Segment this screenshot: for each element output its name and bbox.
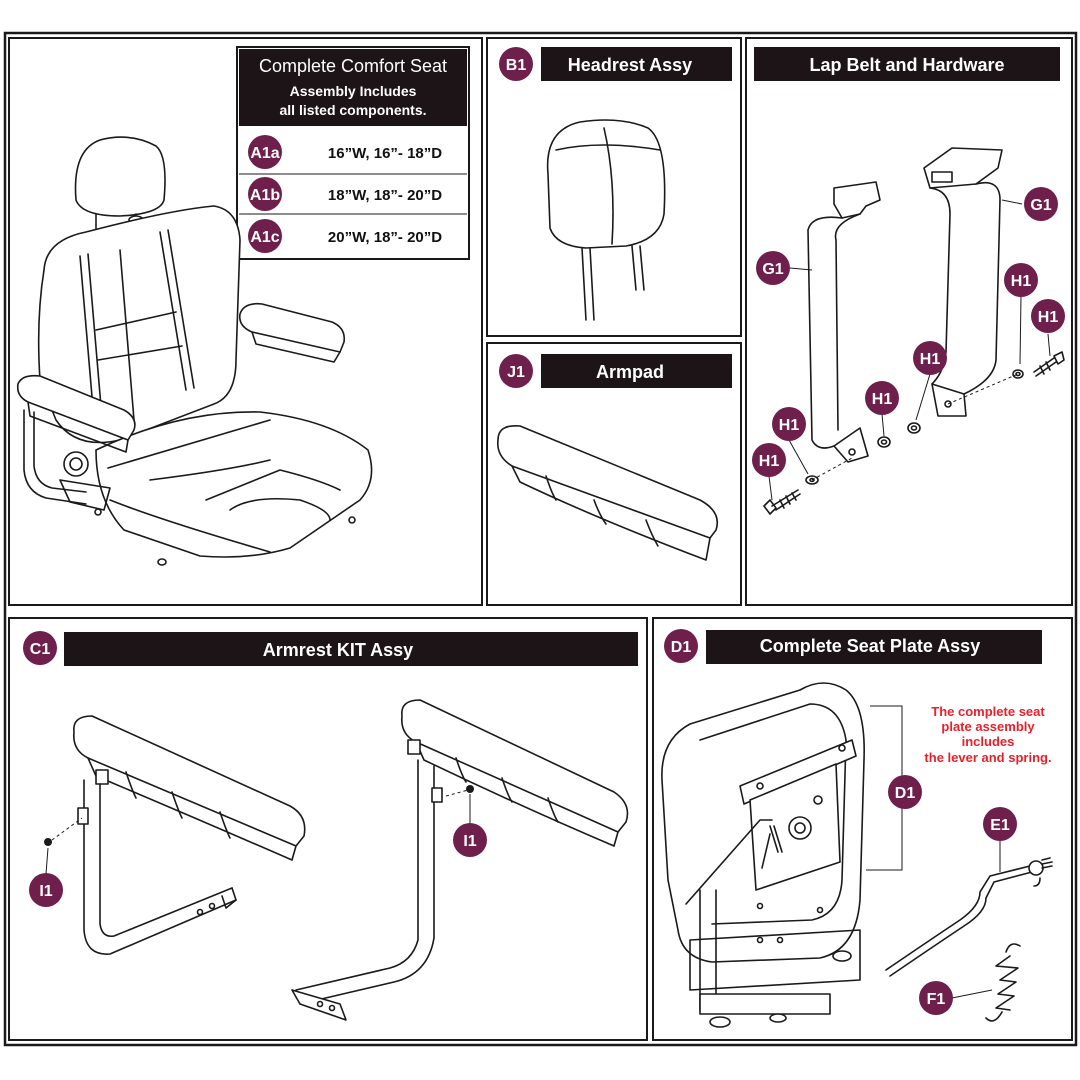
- callout-h1-c: H1: [913, 341, 947, 421]
- lapbelt-title: Lap Belt and Hardware: [809, 55, 1004, 75]
- seat-title: Complete Comfort Seat: [259, 56, 447, 76]
- note-line-1: The complete seat: [931, 704, 1045, 719]
- note-line-2: plate assembly: [941, 719, 1035, 734]
- callout-f1: F1: [919, 981, 993, 1015]
- callout-i1-left: I1: [29, 847, 63, 907]
- callout-i1-right: I1: [453, 794, 487, 857]
- callout-h1-a: H1: [1004, 263, 1038, 365]
- seat-title-box: Complete Comfort Seat Assembly Includes …: [236, 46, 470, 260]
- seatplate-code-badge: D1: [671, 639, 692, 656]
- lapbelt-drawing: [763, 147, 1065, 515]
- svg-text:H1: H1: [1011, 273, 1032, 290]
- svg-text:H1: H1: [920, 351, 941, 368]
- callout-d1-note: D1: [888, 775, 922, 809]
- svg-text:H1: H1: [1038, 309, 1059, 326]
- size-row-a1a: A1a 16”W, 16”- 18”D: [248, 135, 442, 169]
- headrest-drawing: [546, 119, 666, 321]
- seat-subtitle-1: Assembly Includes: [290, 83, 417, 99]
- armrest-header: C1 Armrest KIT Assy: [23, 631, 638, 666]
- armrest-code-badge: C1: [30, 641, 51, 658]
- callout-h1-b: H1: [1031, 299, 1065, 357]
- size-code-badge: A1a: [250, 145, 279, 162]
- armrest-left-drawing: [44, 715, 306, 955]
- armrest-title: Armrest KIT Assy: [263, 640, 413, 660]
- svg-text:G1: G1: [762, 261, 783, 278]
- seatplate-header: D1 Complete Seat Plate Assy: [664, 629, 1042, 664]
- lever-drawing: [885, 857, 1053, 977]
- size-label: 18”W, 18”- 20”D: [328, 187, 442, 204]
- armpad-header: J1 Armpad: [499, 354, 732, 388]
- seat-panel: [8, 37, 483, 606]
- armpad-drawing: [496, 424, 719, 561]
- seatplate-panel: [652, 617, 1073, 1041]
- size-code-badge: A1b: [250, 187, 280, 204]
- lapbelt-header: Lap Belt and Hardware: [754, 47, 1060, 81]
- armrest-panel: [8, 617, 648, 1041]
- armpad-code-badge: J1: [507, 364, 525, 381]
- size-label: 16”W, 16”- 18”D: [328, 145, 442, 162]
- outer-frame: [3, 31, 1078, 1047]
- headrest-header: B1 Headrest Assy: [499, 47, 732, 81]
- callout-h1-f: H1: [752, 443, 786, 501]
- size-row-a1b: A1b 18”W, 18”- 20”D: [248, 177, 442, 211]
- armpad-title: Armpad: [596, 362, 664, 382]
- callout-g1-left: G1: [756, 251, 813, 285]
- svg-text:D1: D1: [895, 785, 916, 802]
- svg-text:F1: F1: [927, 991, 946, 1008]
- svg-text:G1: G1: [1030, 197, 1051, 214]
- svg-text:H1: H1: [872, 391, 893, 408]
- svg-text:H1: H1: [759, 453, 780, 470]
- comfort-seat-drawing: [16, 136, 373, 566]
- size-label: 20”W, 18”- 20”D: [328, 229, 442, 246]
- callout-e1: E1: [983, 807, 1017, 872]
- seatplate-note: The complete seat plate assembly include…: [924, 704, 1051, 765]
- size-row-a1c: A1c 20”W, 18”- 20”D: [248, 219, 442, 253]
- size-code-badge: A1c: [250, 229, 279, 246]
- svg-text:E1: E1: [990, 817, 1010, 834]
- headrest-title: Headrest Assy: [568, 55, 692, 75]
- seat-subtitle-2: all listed components.: [279, 102, 426, 118]
- seatplate-title: Complete Seat Plate Assy: [760, 636, 980, 656]
- note-line-4: the lever and spring.: [924, 750, 1051, 765]
- svg-text:H1: H1: [779, 417, 800, 434]
- seatplate-drawing: [661, 682, 903, 1028]
- armpad-panel: [486, 342, 742, 606]
- headrest-code-badge: B1: [506, 57, 527, 74]
- note-line-3: includes: [962, 734, 1015, 749]
- svg-text:I1: I1: [39, 883, 52, 900]
- headrest-panel: [486, 37, 742, 337]
- callout-h1-d: H1: [865, 381, 899, 437]
- lapbelt-panel: [745, 37, 1073, 606]
- callout-g1-right: G1: [1001, 187, 1058, 221]
- spring-drawing: [985, 943, 1021, 1022]
- callout-h1-e: H1: [772, 407, 809, 475]
- armrest-right-drawing: [291, 699, 629, 1021]
- svg-text:I1: I1: [463, 833, 476, 850]
